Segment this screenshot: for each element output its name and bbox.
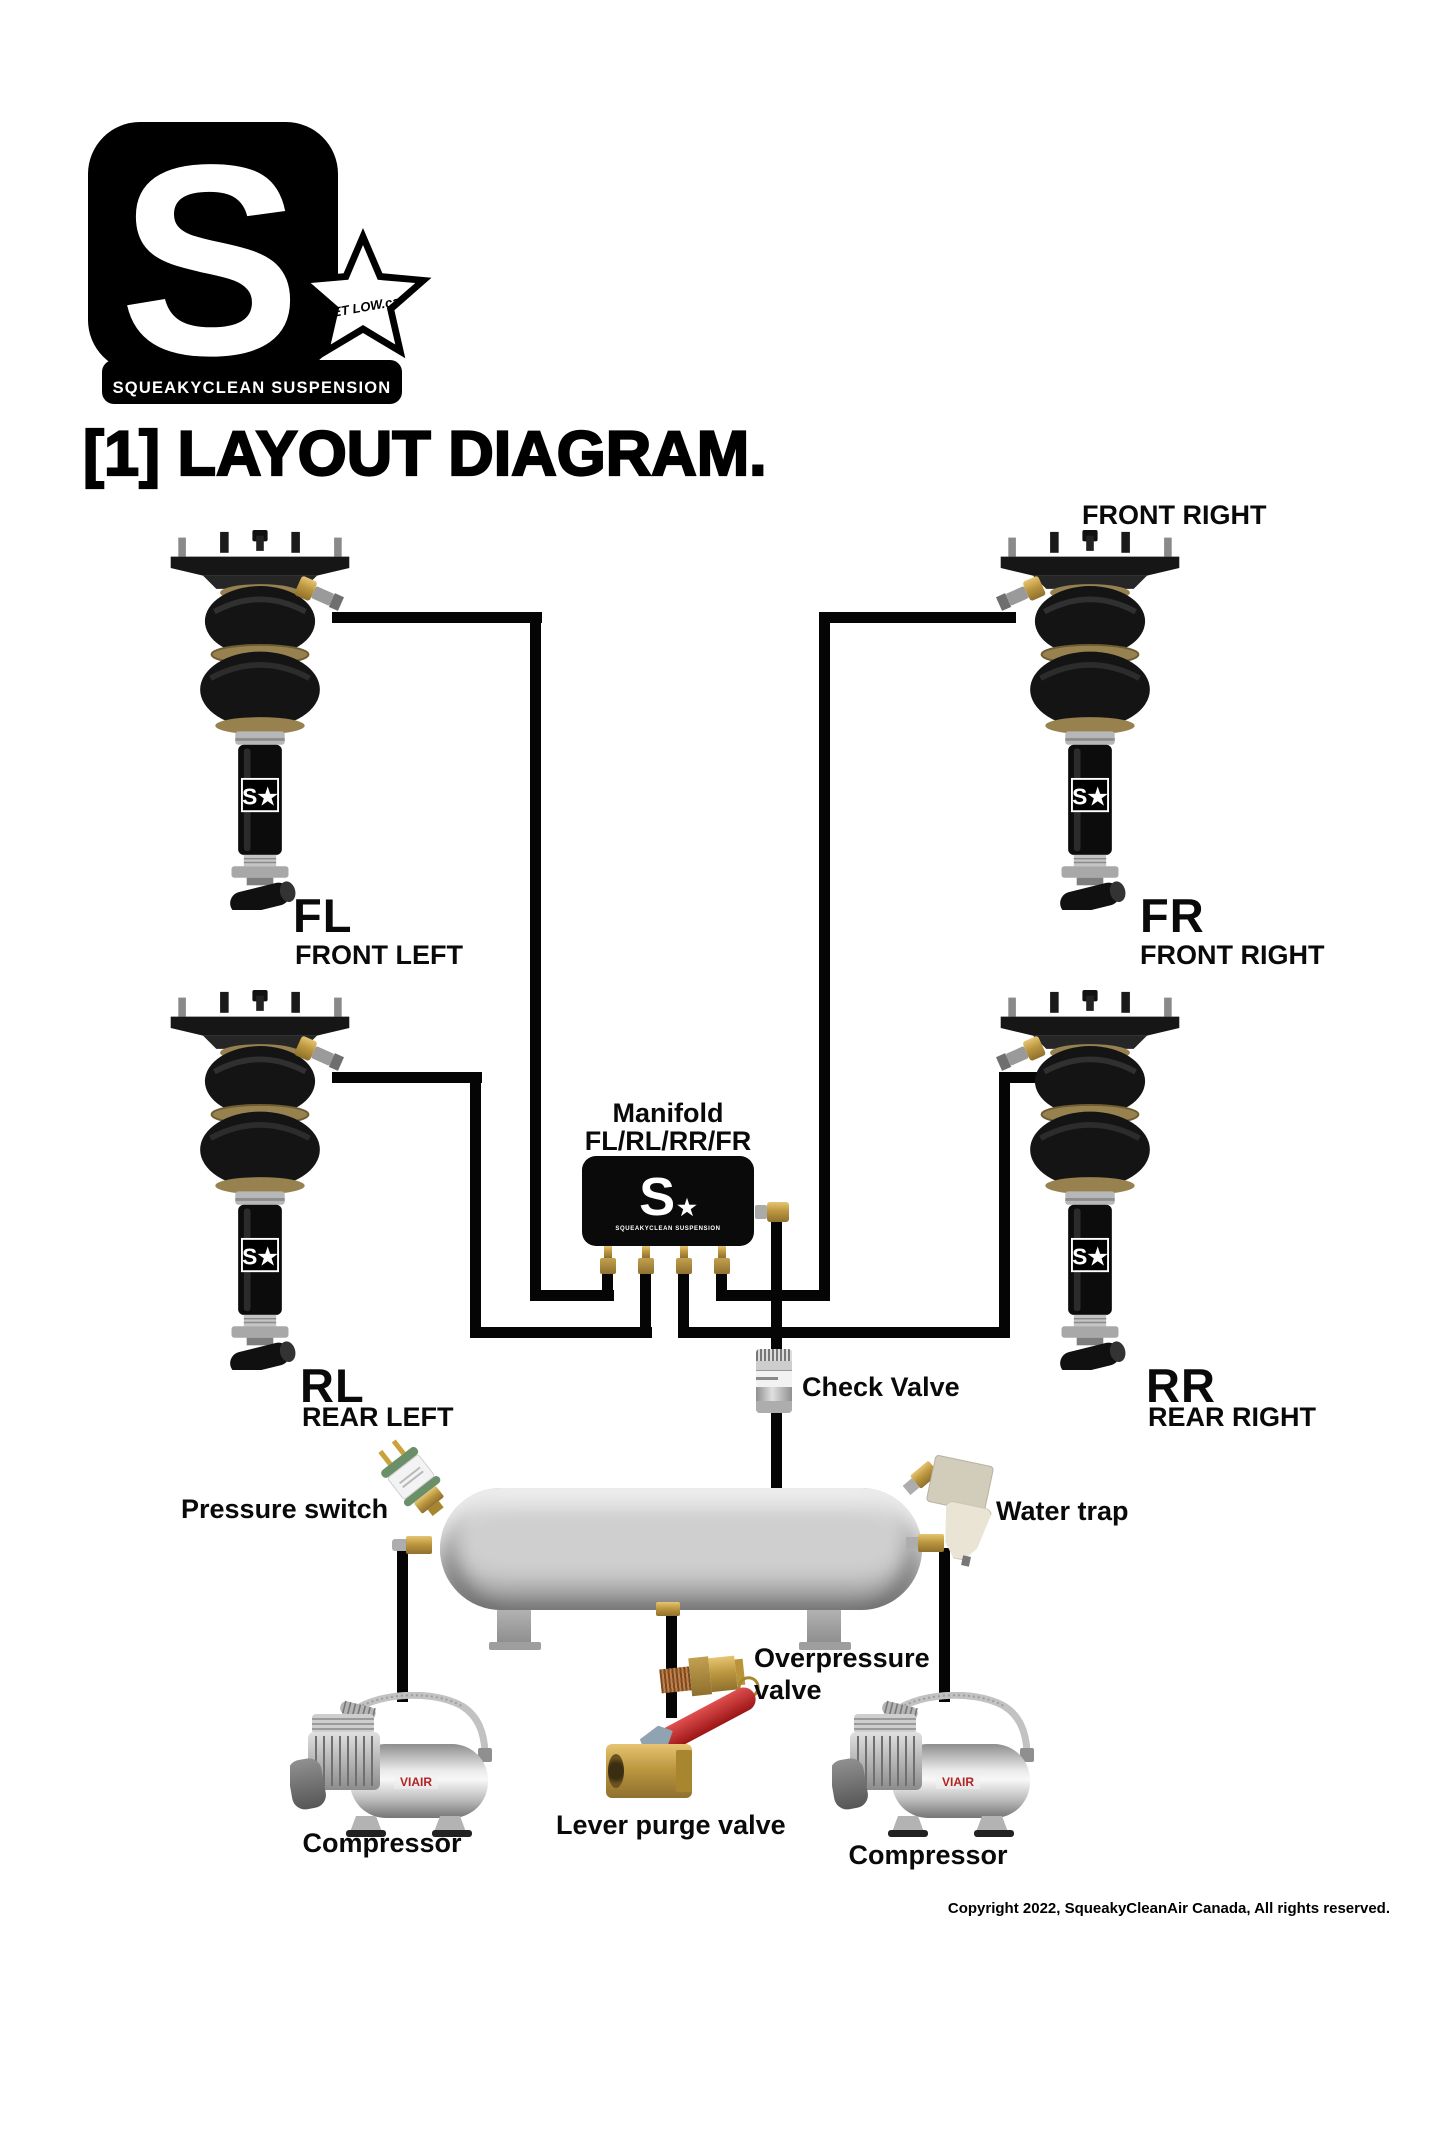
water-trap-drain-icon: [961, 1555, 971, 1567]
air-line-rr-v: [999, 1072, 1010, 1338]
air-line-fl-h1: [332, 612, 542, 623]
check-valve-label: Check Valve: [802, 1372, 960, 1402]
check-valve: [756, 1349, 792, 1413]
logo-brand-text: SQUEAKYCLEAN SUSPENSION: [113, 379, 392, 397]
manifold-port-rl-icon: [638, 1246, 654, 1274]
air-line-rl-stub: [640, 1272, 651, 1338]
manifold-port-fr-icon: [714, 1246, 730, 1274]
manifold-logo-star-icon: ★: [677, 1195, 697, 1220]
tank-right-port-icon: [906, 1534, 944, 1552]
fl-name-label: FRONT LEFT: [295, 940, 463, 970]
logo-bottom-bar: [102, 360, 402, 404]
compressor-left-label: Compressor: [302, 1828, 462, 1858]
rl-abbr-label: RL: [300, 1359, 365, 1412]
logo-blob: [88, 122, 338, 372]
overpressure-valve-label-line2: valve: [754, 1675, 822, 1705]
fl-abbr-label: FL: [293, 889, 353, 942]
air-line-rr-h2: [678, 1327, 1010, 1338]
tank-bottom-port-icon: [656, 1602, 680, 1616]
air-line-manifold-to-checkvalve: [771, 1216, 782, 1355]
tank-foot-left: [489, 1642, 541, 1650]
fr-abbr-label: FR: [1140, 889, 1205, 942]
fr-name-label: FRONT RIGHT: [1140, 940, 1325, 970]
pressure-switch-label: Pressure switch: [181, 1494, 389, 1524]
air-line-rl-v: [470, 1072, 481, 1338]
compressor-left: [290, 1692, 500, 1842]
manifold-block: S ★ SQUEAKYCLEAN SUSPENSION: [582, 1156, 754, 1246]
manifold-logo-subtext: SQUEAKYCLEAN SUSPENSION: [615, 1226, 721, 1232]
page-title: [1] LAYOUT DIAGRAM.: [82, 418, 768, 490]
air-tank: [440, 1488, 922, 1610]
manifold-label-line1: Manifold: [612, 1098, 724, 1128]
front-right-top-label: FRONT RIGHT: [1082, 500, 1267, 530]
rr-name-label: REAR RIGHT: [1148, 1402, 1316, 1432]
air-line-fr-stub: [716, 1272, 727, 1301]
air-line-tank-to-left-compressor: [397, 1550, 408, 1702]
overpressure-valve-label-line1: Overpressure: [754, 1643, 930, 1673]
compressor-right-label: Compressor: [848, 1840, 1008, 1870]
manifold-port-rr-icon: [676, 1246, 692, 1274]
lever-purge-valve: [606, 1744, 692, 1798]
brand-logo: S GET LOW.ca SQUEAKYCLEAN SUSPENSION: [88, 110, 432, 410]
water-trap-label: Water trap: [996, 1496, 1129, 1526]
air-line-fl-stub: [602, 1272, 613, 1301]
star-icon: [310, 245, 416, 345]
air-line-tank-to-right-compressor: [939, 1548, 950, 1702]
manifold-inlet-port-icon: [755, 1202, 789, 1222]
tank-left-port-icon: [392, 1536, 432, 1554]
air-line-checkvalve-to-tank: [771, 1408, 782, 1492]
air-line-rr-h1: [999, 1072, 1050, 1083]
compressor-right: [832, 1692, 1042, 1842]
air-line-fr-h1: [819, 612, 1016, 623]
logo-letter: S: [119, 110, 300, 410]
air-line-fl-v: [530, 612, 541, 1301]
air-line-rl-h2: [470, 1327, 652, 1338]
air-line-rl-h1: [332, 1072, 482, 1083]
copyright-text: Copyright 2022, SqueakyCleanAir Canada, …: [947, 1900, 1390, 1917]
manifold-port-fl-icon: [600, 1246, 616, 1274]
manifold-label-line2: FL/RL/RR/FR: [584, 1126, 752, 1156]
manifold-logo-letter: S: [639, 1167, 676, 1227]
air-line-fr-v: [819, 612, 830, 1301]
tank-foot-right: [799, 1642, 851, 1650]
air-line-fl-h2: [530, 1290, 614, 1301]
rr-abbr-label: RR: [1146, 1359, 1216, 1412]
air-line-tank-to-purge-valve: [666, 1614, 677, 1718]
lever-purge-valve-label: Lever purge valve: [556, 1810, 786, 1840]
air-line-rr-stub: [678, 1272, 689, 1338]
rl-name-label: REAR LEFT: [302, 1402, 454, 1432]
